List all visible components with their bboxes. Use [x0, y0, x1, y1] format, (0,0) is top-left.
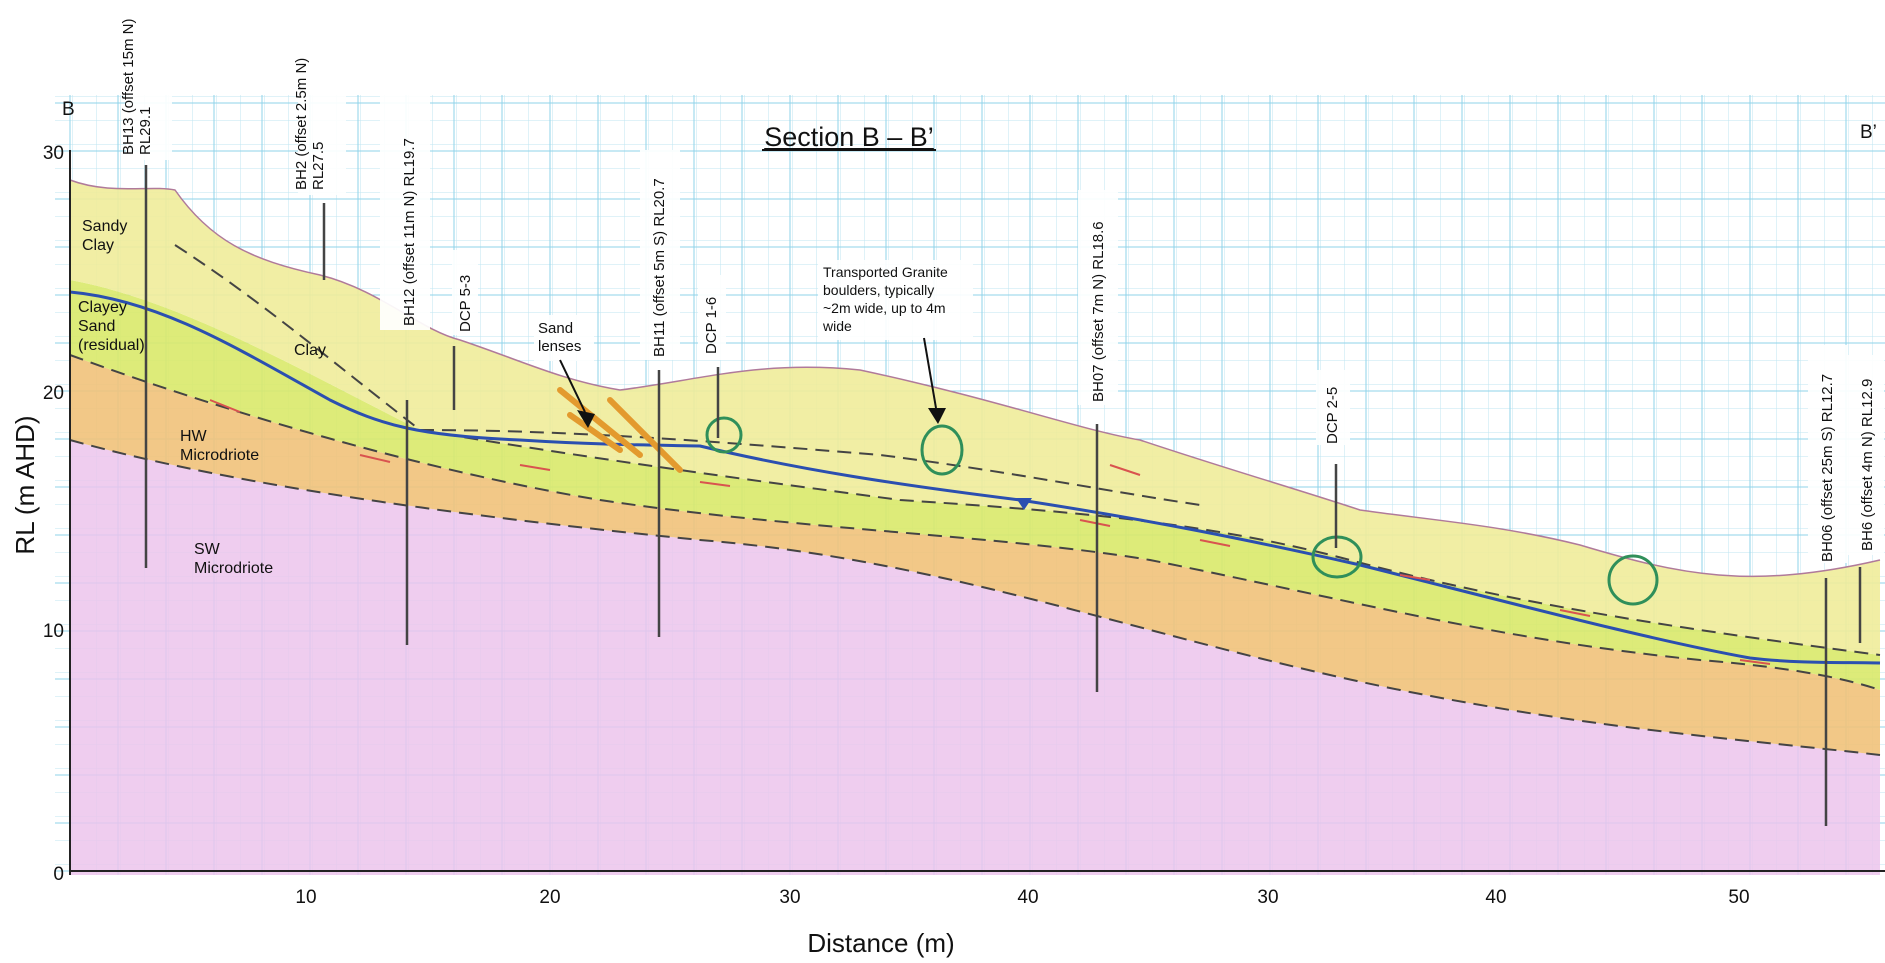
svg-text:BH12 (offset 11m N) RL19.7: BH12 (offset 11m N) RL19.7 [401, 138, 418, 326]
corner-label-right: B’ [1860, 122, 1877, 143]
axes [69, 150, 1885, 875]
borehole-label-bh6: BH6 (offset 4m N) RL12.9 [1848, 355, 1884, 555]
y-tick-label: 10 [43, 621, 64, 642]
svg-text:BH13 (offset 15m N): BH13 (offset 15m N) [120, 19, 137, 155]
svg-text:DCP 2-5: DCP 2-5 [1324, 387, 1341, 444]
sand-lenses-arrow-icon [577, 410, 595, 428]
borehole-label-dcp16: DCP 1-6 [698, 275, 726, 360]
svg-text:Microdriote: Microdriote [194, 560, 273, 577]
boulder-1 [705, 416, 743, 454]
borehole-labels: BH13 (offset 15m N)RL29.1 BH2 (offset 2.5… [120, 0, 1884, 563]
water-table-marker-icon [1016, 498, 1032, 510]
borehole-label-bh13: BH13 (offset 15m N)RL29.1 [120, 0, 172, 160]
x-axis-label: Distance (m) [807, 928, 954, 958]
svg-text:Clay: Clay [294, 342, 326, 359]
svg-text:DCP 1-6: DCP 1-6 [703, 297, 720, 354]
svg-text:Clay: Clay [82, 237, 114, 254]
x-tick-label: 30 [779, 887, 800, 908]
layer-sw-microdiorite [70, 440, 1880, 875]
svg-text:RL27.5: RL27.5 [310, 142, 327, 190]
svg-text:BH11 (offset 5m S) RL20.7: BH11 (offset 5m S) RL20.7 [651, 178, 668, 357]
corner-label-left: B [62, 99, 75, 120]
svg-text:BH2 (offset 2.5m N): BH2 (offset 2.5m N) [293, 58, 310, 190]
layer-sandy-clay [70, 180, 1880, 655]
svg-text:Clayey: Clayey [78, 299, 127, 316]
section-title: Section B – B’ [764, 122, 934, 152]
borehole-label-dcp53: DCP 5-3 [452, 250, 478, 335]
y-tick-label: 30 [43, 143, 64, 164]
boulder-2 [920, 424, 964, 476]
svg-text:BH06 (offset 25m S) RL12.7: BH06 (offset 25m S) RL12.7 [1819, 374, 1836, 562]
svg-text:RL29.1: RL29.1 [137, 107, 154, 155]
sand-lenses [557, 387, 683, 473]
granite-arrow-icon [928, 408, 946, 424]
y-tick-label: 20 [43, 383, 64, 404]
x-tick-label: 30 [1257, 887, 1278, 908]
borehole-label-bh12: BH12 (offset 11m N) RL19.7 [380, 90, 430, 330]
unit-label-hw: HW Microdriote [180, 428, 259, 464]
borehole-label-bh2: BH2 (offset 2.5m N)RL27.5 [293, 40, 346, 195]
x-tick-label: 50 [1728, 887, 1749, 908]
x-tick-label: 10 [295, 887, 316, 908]
borehole-label-dcp25: DCP 2-5 [1316, 370, 1350, 445]
y-ticks: 30 20 10 0 [43, 143, 64, 885]
layer-hw-microdiorite [70, 355, 1880, 755]
borehole-label-bh11: BH11 (offset 5m S) RL20.7 [640, 150, 680, 360]
borehole-label-bh06: BH06 (offset 25m S) RL12.7 [1808, 345, 1848, 563]
svg-text:Microdriote: Microdriote [180, 447, 259, 464]
svg-text:Sandy: Sandy [82, 218, 127, 235]
x-tick-label: 20 [539, 887, 560, 908]
x-tick-label: 40 [1485, 887, 1506, 908]
svg-text:BH07 (offset 7m N) RL18.6: BH07 (offset 7m N) RL18.6 [1090, 221, 1107, 402]
svg-text:SW: SW [194, 541, 221, 558]
svg-text:(residual): (residual) [78, 337, 145, 354]
dashed-contacts [69, 244, 1881, 756]
unit-label-clay: Clay [294, 342, 326, 359]
svg-text:DCP 5-3: DCP 5-3 [457, 275, 474, 332]
y-axis-label: RL (m AHD) [10, 415, 40, 554]
borehole-label-bh07: BH07 (offset 7m N) RL18.6 [1078, 190, 1118, 405]
svg-text:HW: HW [180, 428, 208, 445]
borehole-lines [144, 165, 1862, 826]
water-table-line [69, 290, 1881, 665]
unit-labels: SandyClayClayeySand(residual)ClayHWMicro… [78, 218, 326, 577]
x-ticks: 10 20 30 40 30 40 50 [295, 887, 1749, 908]
svg-text:Sand: Sand [78, 318, 115, 335]
y-tick-label: 0 [53, 864, 64, 885]
ground-surface-line [69, 179, 1881, 578]
svg-text:BH6 (offset 4m N) RL12.9: BH6 (offset 4m N) RL12.9 [1859, 379, 1876, 551]
red-hatch-marks [209, 399, 1771, 665]
unit-label-sw: SW Microdriote [194, 541, 273, 577]
layer-clayey-sand [70, 280, 1880, 690]
boulder-4 [1607, 554, 1659, 606]
x-tick-label: 40 [1017, 887, 1038, 908]
